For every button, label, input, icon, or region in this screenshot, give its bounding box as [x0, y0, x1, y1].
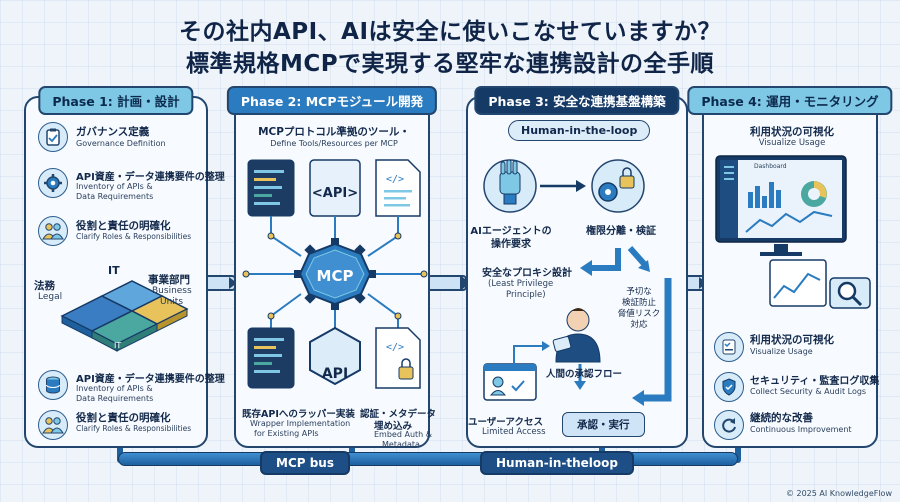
mcp-hub-icon — [294, 238, 376, 310]
phase1-tab: Phase 1: 計画・設計 — [38, 86, 194, 115]
p3-agent-jp2: 操作要求 — [491, 239, 531, 250]
p4-item2-en: Collect Security & Audit Logs — [750, 387, 867, 396]
puzzle-biz-en2: Units — [160, 297, 184, 307]
hitl-tab: Human-in-the-loop — [508, 120, 651, 141]
document-lock-icon: </> — [375, 327, 421, 389]
p3-user-jp: ユーザーアクセス — [468, 417, 543, 428]
phase2-panel: Phase 2: MCPモジュール開発 MCPプロトコル準拠のツール・ Defi… — [226, 86, 438, 449]
puzzle-it: IT — [108, 264, 120, 277]
gear-lock-icon — [591, 159, 645, 213]
api-hex-label: API — [321, 366, 349, 382]
mcp-hub-diagram: </> — [242, 159, 428, 389]
p4-heading-en: Visualize Usage — [758, 138, 826, 148]
credit-text: © 2025 AI KnowledgeFlow — [785, 489, 892, 498]
phase2-tab: Phase 2: MCPモジュール開発 — [226, 86, 438, 115]
puzzle-biz-en1: Business — [152, 286, 192, 296]
p2-bottom-left-en2: for Existing APIs — [254, 429, 319, 438]
p1-bottom2-jp: 役割と責任の明確化 — [76, 412, 171, 424]
phase4-panel: Phase 4: 運用・モニタリング 利用状況の可視化 Visualize Us… — [687, 86, 893, 448]
p2-bottom-right-jp2: 埋め込み — [374, 421, 413, 432]
p1-bottom1-en2: Data Requirements — [76, 394, 154, 403]
mcp-hub-label: MCP — [316, 267, 354, 285]
p3-risk3: 脅値リスク — [617, 309, 661, 319]
refresh-icon — [714, 410, 744, 440]
phase1-panel: Phase 1: 計画・設計 ガバナンス定義 Governance Defini… — [24, 86, 225, 448]
shield-icon — [714, 372, 744, 402]
p1-bottom1-jp: API資産・データ連携要件の整理 — [76, 374, 225, 385]
p3-approval: 人間の承認フロー — [546, 369, 623, 380]
arrow-right-icon — [460, 275, 470, 291]
page-subtitle: 標準規格MCPで実現する堅牢な連携設計の全手順 — [185, 51, 715, 77]
p4-item2-jp: セキュリティ・監査ログ収集 — [750, 376, 880, 387]
p1-item3-jp: 役割と責任の明確化 — [76, 220, 171, 232]
p3-risk4: 対応 — [630, 320, 648, 330]
p3-risk2: 検証防止 — [621, 298, 656, 308]
puzzle-illustration — [60, 280, 189, 352]
p1-bottom2-en: Clarify Roles & Responsibilities — [76, 424, 192, 433]
phase3-flow — [483, 159, 672, 406]
p2-bottom-left-jp: 既存APIへのラッパー実装 — [242, 409, 355, 420]
page-title: その社内API、AIは安全に使いこなせていますか？ — [178, 19, 722, 45]
phase3-tab: Phase 3: 安全な連携基盤構築 — [474, 86, 680, 115]
dashboard-label: Dashboard — [754, 163, 787, 170]
people-icon — [38, 410, 68, 440]
p2-heading-jp: MCPプロトコル準拠のツール・ — [258, 126, 410, 138]
p1-item2-jp: API資産・データ連携要件の整理 — [76, 172, 225, 183]
code-window-icon — [247, 159, 295, 217]
phase4-tab: Phase 4: 運用・モニタリング — [687, 86, 893, 115]
user-access-window-icon — [483, 363, 537, 401]
p1-item1-jp: ガバナンス定義 — [76, 126, 150, 138]
p3-proxy-jp: 安全なプロキシ設計 — [482, 268, 572, 279]
puzzle-biz-jp: 事業部門 — [148, 274, 190, 286]
p3-proxy-en1: (Least Privilege — [488, 279, 554, 289]
person-tablet-icon — [552, 308, 601, 363]
p4-item3-en: Continuous Improvement — [750, 425, 852, 434]
dashboard-illustration — [715, 155, 871, 309]
p2-bottom-left-en1: Wrapper Implementation — [250, 419, 351, 428]
phase3-panel: Phase 3: 安全な連携基盤構築 Human-in-the-loop — [466, 86, 688, 448]
p4-item3-jp: 継続的な改善 — [750, 412, 813, 424]
p3-user-en: Limited Access — [482, 427, 546, 437]
p3-risk1: 予切な — [626, 287, 652, 297]
p1-bottom1-en1: Inventory of APIs & — [76, 384, 153, 393]
p1-item1-en: Governance Definition — [76, 139, 166, 148]
robot-hand-icon — [483, 159, 537, 213]
p3-agent-jp1: AIエージェントの — [470, 226, 552, 237]
svg-text:</>: </> — [386, 342, 404, 353]
magnifier-icon — [829, 277, 871, 309]
approve-execute-box: 承認・実行 — [562, 412, 645, 437]
checklist-icon — [714, 332, 744, 362]
api-hexagon-icon — [309, 326, 361, 386]
svg-text:</>: </> — [386, 174, 404, 185]
mcp-bus-pipe — [118, 452, 738, 466]
p1-item2-en1: Inventory of APIs & — [76, 182, 153, 191]
p3-separation: 権限分離・検証 — [586, 226, 656, 237]
puzzle-it-small: IT — [114, 341, 122, 350]
document-code-icon: </> — [375, 159, 421, 217]
puzzle-legal-en: Legal — [38, 292, 63, 302]
p4-item1-jp: 利用状況の可視化 — [750, 334, 834, 346]
p4-item1-en: Visualize Usage — [750, 347, 813, 356]
database-icon — [38, 370, 68, 400]
p1-item2-en2: Data Requirements — [76, 192, 154, 201]
gear-icon — [38, 168, 68, 198]
bus-label-left: MCP bus — [260, 451, 350, 475]
api-card-label: <API> — [311, 186, 359, 201]
bus-label-right: Human-in-theloop — [480, 451, 634, 475]
p2-heading-en: Define Tools/Resources per MCP — [270, 139, 398, 148]
p2-bottom-right-en2: Metadata — [382, 440, 420, 449]
people-icon — [38, 216, 68, 246]
p2-bottom-right-en1: Embed Auth & — [374, 430, 432, 439]
p4-heading-jp: 利用状況の可視化 — [750, 126, 834, 138]
p3-proxy-en2: Principle) — [506, 290, 546, 300]
p1-item3-en: Clarify Roles & Responsibilities — [76, 232, 192, 241]
puzzle-legal-jp: 法務 — [34, 280, 55, 292]
clipboard-check-icon — [38, 122, 68, 152]
p2-bottom-right-jp1: 認証・メタデータ — [360, 409, 437, 420]
code-window-icon — [247, 327, 295, 389]
